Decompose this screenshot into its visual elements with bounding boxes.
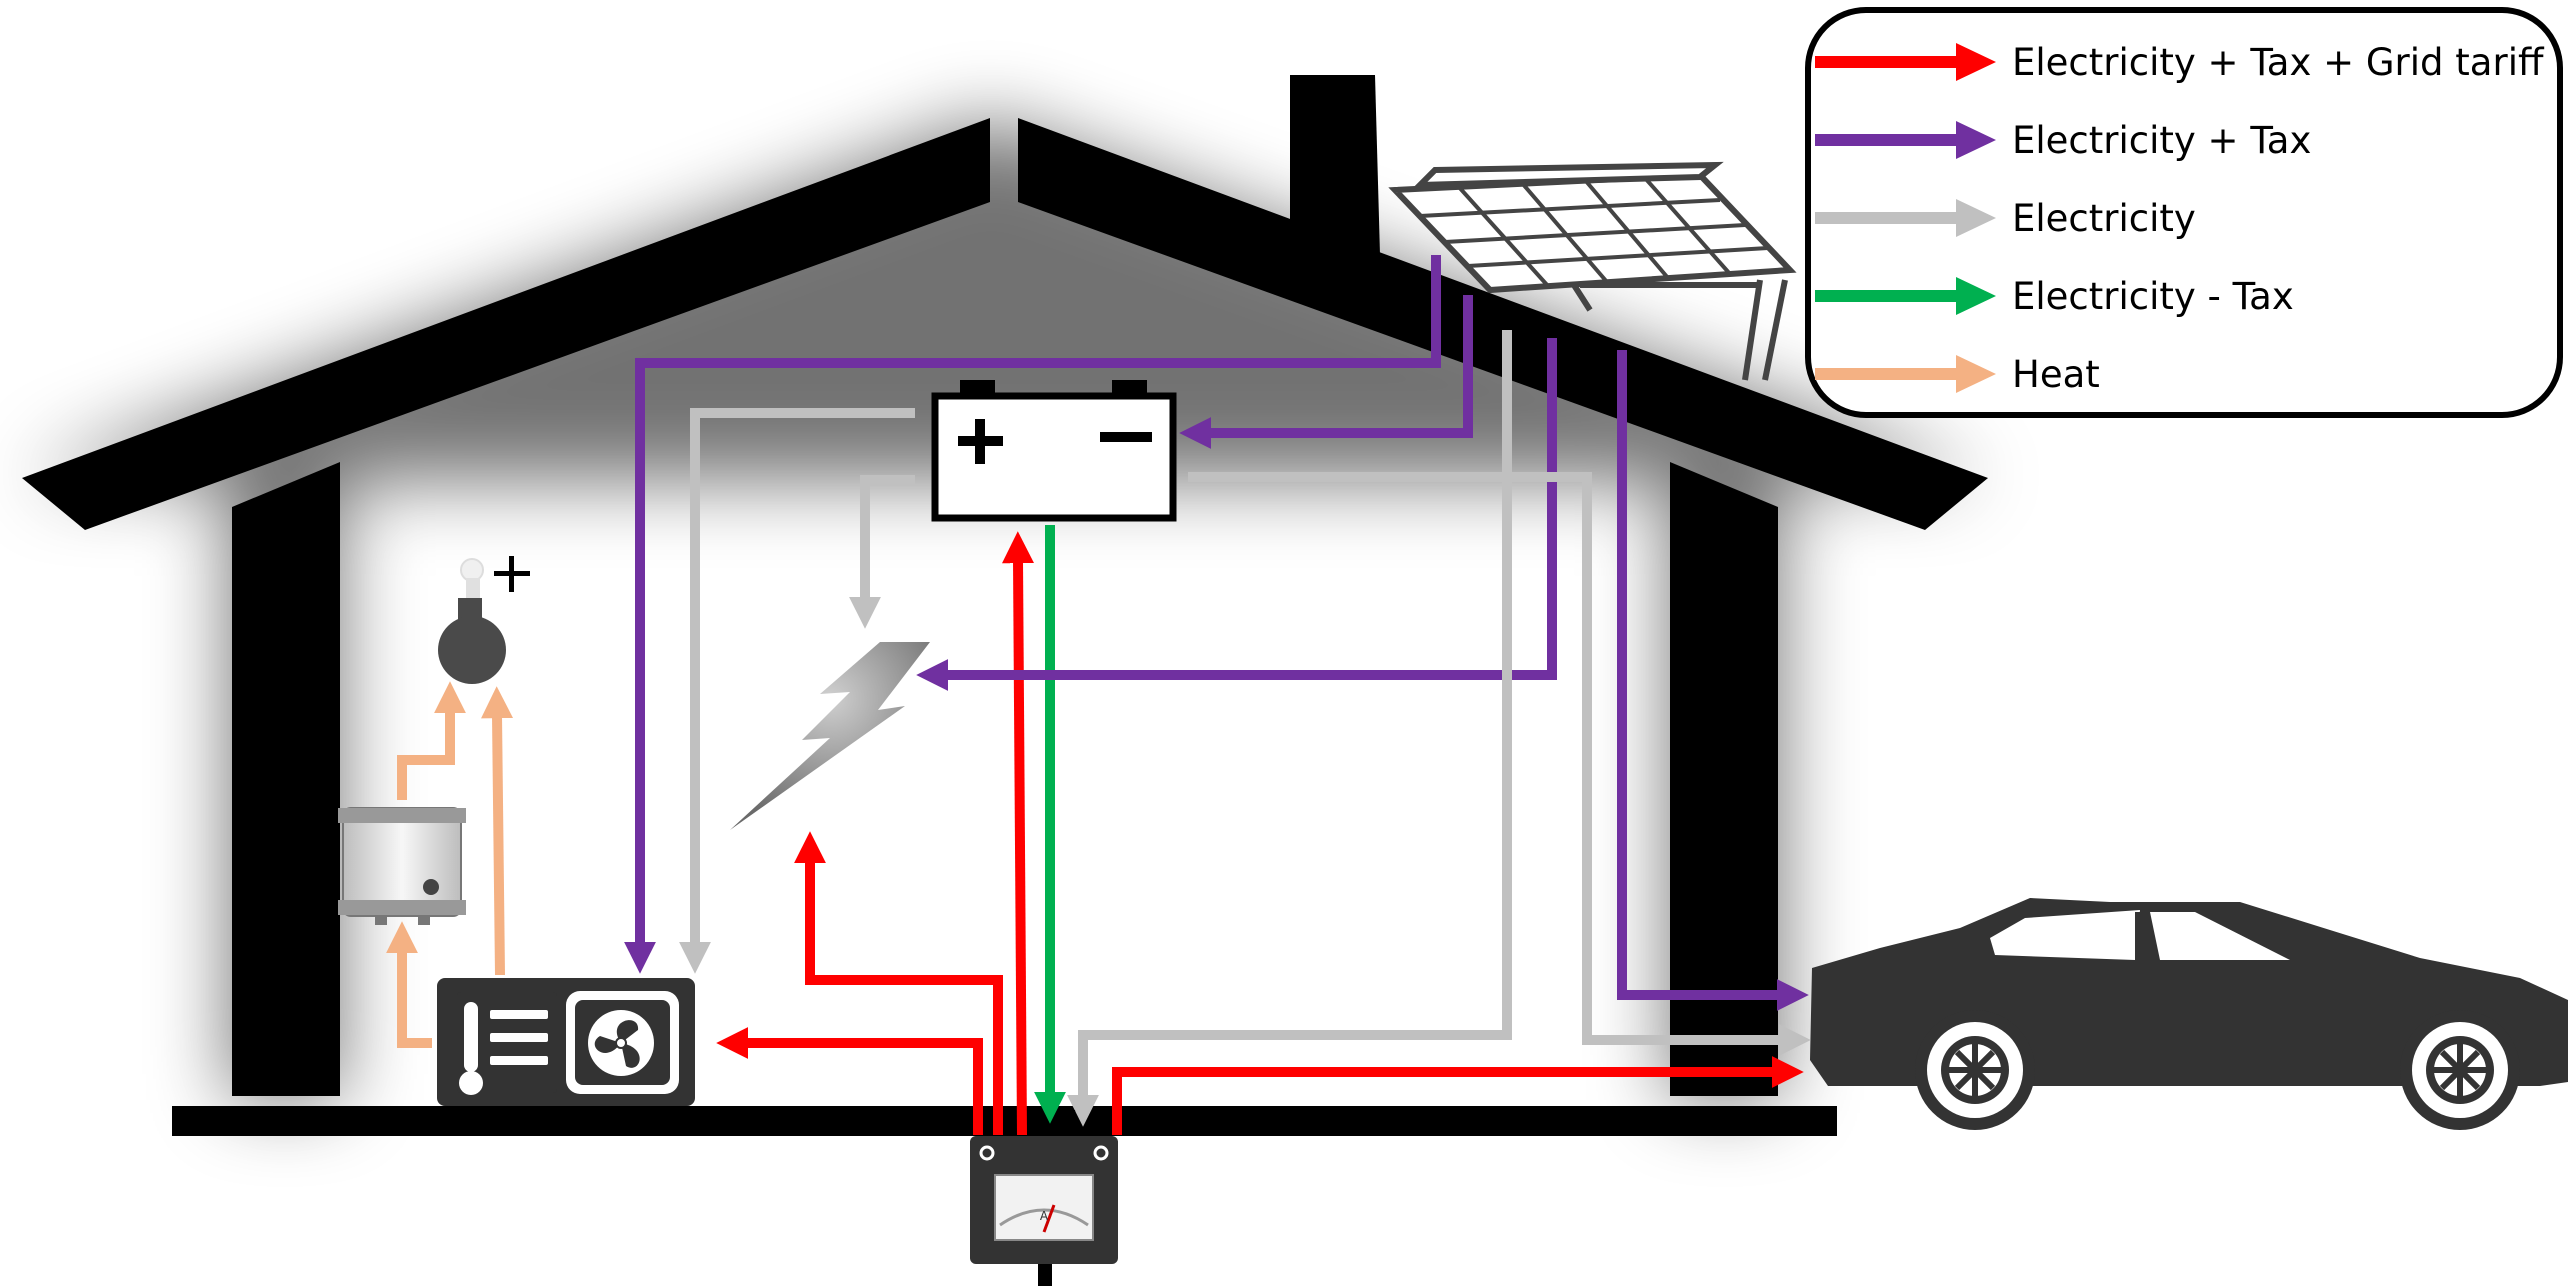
lightning-icon <box>730 642 930 830</box>
roof-right <box>1018 118 1988 530</box>
legend-label: Electricity - Tax <box>2012 275 2294 318</box>
arrow-gray-battery-to-heat-pump <box>678 408 915 974</box>
wall-right <box>1670 462 1778 1096</box>
battery-icon <box>931 380 1177 522</box>
electric-car-icon <box>1810 898 2568 1130</box>
legend-item: Electricity + Tax <box>1815 119 2311 162</box>
legend-arrowhead-icon <box>1956 355 1996 393</box>
legend-arrowhead-icon <box>1956 277 1996 315</box>
arrow-red-to-battery <box>1002 531 1035 1136</box>
arrow-heat-to-water-heater <box>385 921 432 1048</box>
arrow-gray-battery-to-appliances <box>848 475 915 629</box>
legend-arrowhead-icon <box>1956 43 1996 81</box>
arrow-red-to-car <box>1112 1055 1804 1135</box>
meter-unit-label: A <box>1040 1209 1049 1223</box>
roof-left <box>22 118 990 530</box>
arrow-purple-to-car <box>1617 350 1809 1012</box>
wall-left <box>232 462 340 1096</box>
arrow-red-to-heat-pump <box>716 1026 983 1135</box>
arrow-purple-to-battery <box>1179 295 1473 450</box>
legend-item: Electricity - Tax <box>1815 275 2294 318</box>
arrow-heat-pump-to-thermostat <box>481 686 514 976</box>
legend-arrowhead-icon <box>1956 121 1996 159</box>
electricity-meter-icon: A <box>970 1110 1118 1286</box>
legend-label: Electricity + Tax + Grid tariff <box>2012 41 2545 84</box>
legend-item: Electricity <box>1815 197 2196 240</box>
floor <box>172 1106 1837 1136</box>
thermostat-icon <box>438 556 530 684</box>
chimney <box>1290 75 1380 255</box>
legend-arrowhead-icon <box>1956 199 1996 237</box>
legend-label: Heat <box>2012 353 2100 396</box>
heat-pump-icon <box>437 978 695 1106</box>
legend-item: Heat <box>1815 353 2100 396</box>
arrow-red-to-appliances <box>793 831 1003 1135</box>
arrow-purple-to-heat-pump <box>623 255 1441 974</box>
legend: Electricity + Tax + Grid tariffElectrici… <box>1805 7 2563 418</box>
solar-panel-icon <box>1388 161 1797 381</box>
arrow-purple-to-appliances <box>916 338 1557 692</box>
arrow-gray-solar-to-grid <box>1066 330 1512 1127</box>
flow-arrows <box>385 255 1811 1136</box>
legend-box <box>1805 7 2563 418</box>
legend-label: Electricity <box>2012 197 2196 240</box>
water-heater-icon <box>338 807 466 925</box>
arrow-gray-battery-to-car <box>1188 472 1811 1057</box>
house-icon <box>20 75 1990 1136</box>
legend-item: Electricity + Tax + Grid tariff <box>1815 41 2545 84</box>
legend-label: Electricity + Tax <box>2012 119 2311 162</box>
arrow-heat-water-heater-to-thermostat <box>397 681 467 800</box>
